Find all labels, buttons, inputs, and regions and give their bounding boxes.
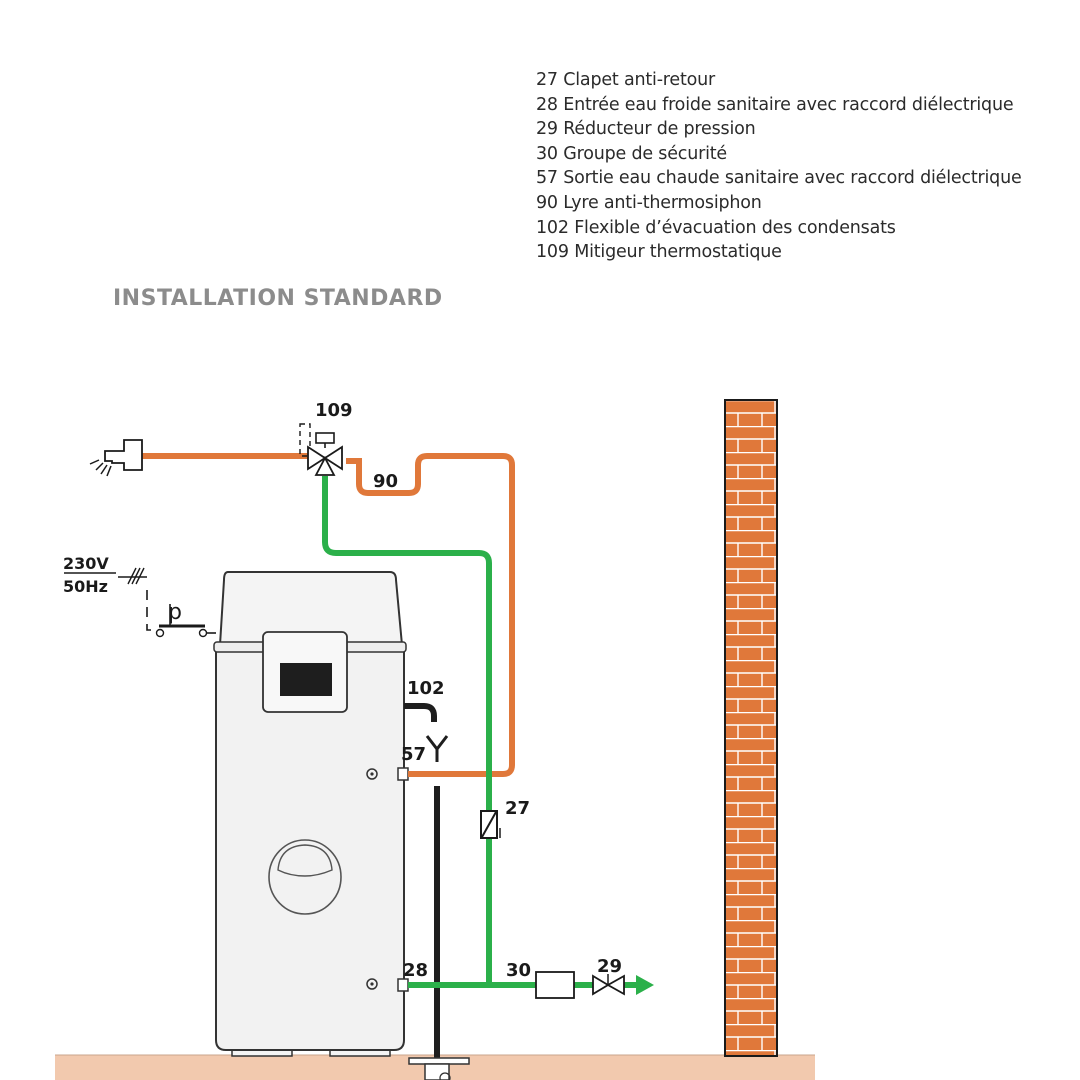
legend-item-29: 29 Réducteur de pression (536, 119, 756, 140)
label-90: 90 (373, 471, 398, 492)
label-voltage: 230V (63, 554, 109, 573)
tap-icon (89, 439, 143, 477)
legend-item-30: 30 Groupe de sécurité (536, 143, 727, 164)
hot-water-pipe (142, 453, 515, 777)
label-29: 29 (597, 956, 622, 977)
condensate-pipe (404, 703, 470, 1080)
legend-item-27: 27 Clapet anti-retour (536, 70, 716, 90)
section-heading: INSTALLATION STANDARD (113, 286, 443, 311)
check-valve-icon (480, 810, 501, 839)
mixing-valve-icon (299, 423, 343, 476)
legend-item-109: 109 Mitigeur thermostatique (536, 242, 782, 263)
label-30: 30 (506, 960, 531, 981)
legend-item-102: 102 Flexible d’évacuation des condensats (536, 217, 896, 238)
label-pressostat: p (168, 600, 182, 625)
legend-item-28: 28 Entrée eau froide sanitaire avec racc… (536, 94, 1014, 115)
brick-wall (724, 399, 778, 1057)
safety-group (535, 971, 575, 999)
legend-item-57: 57 Sortie eau chaude sanitaire avec racc… (536, 168, 1022, 189)
label-28: 28 (403, 960, 428, 981)
label-27: 27 (505, 798, 530, 819)
water-heater (213, 571, 409, 1057)
label-109: 109 (315, 400, 353, 421)
legend-list: 27 Clapet anti-retour 28 Entrée eau froi… (536, 68, 1022, 265)
electrical-supply (64, 567, 216, 638)
legend-item-90: 90 Lyre anti-thermosiphon (536, 192, 762, 213)
pressure-reducer-icon (592, 974, 625, 996)
cold-water-pipe (322, 476, 654, 995)
control-display (280, 663, 332, 696)
label-57: 57 (401, 744, 426, 765)
label-102: 102 (407, 678, 445, 699)
label-frequency: 50Hz (63, 577, 108, 596)
